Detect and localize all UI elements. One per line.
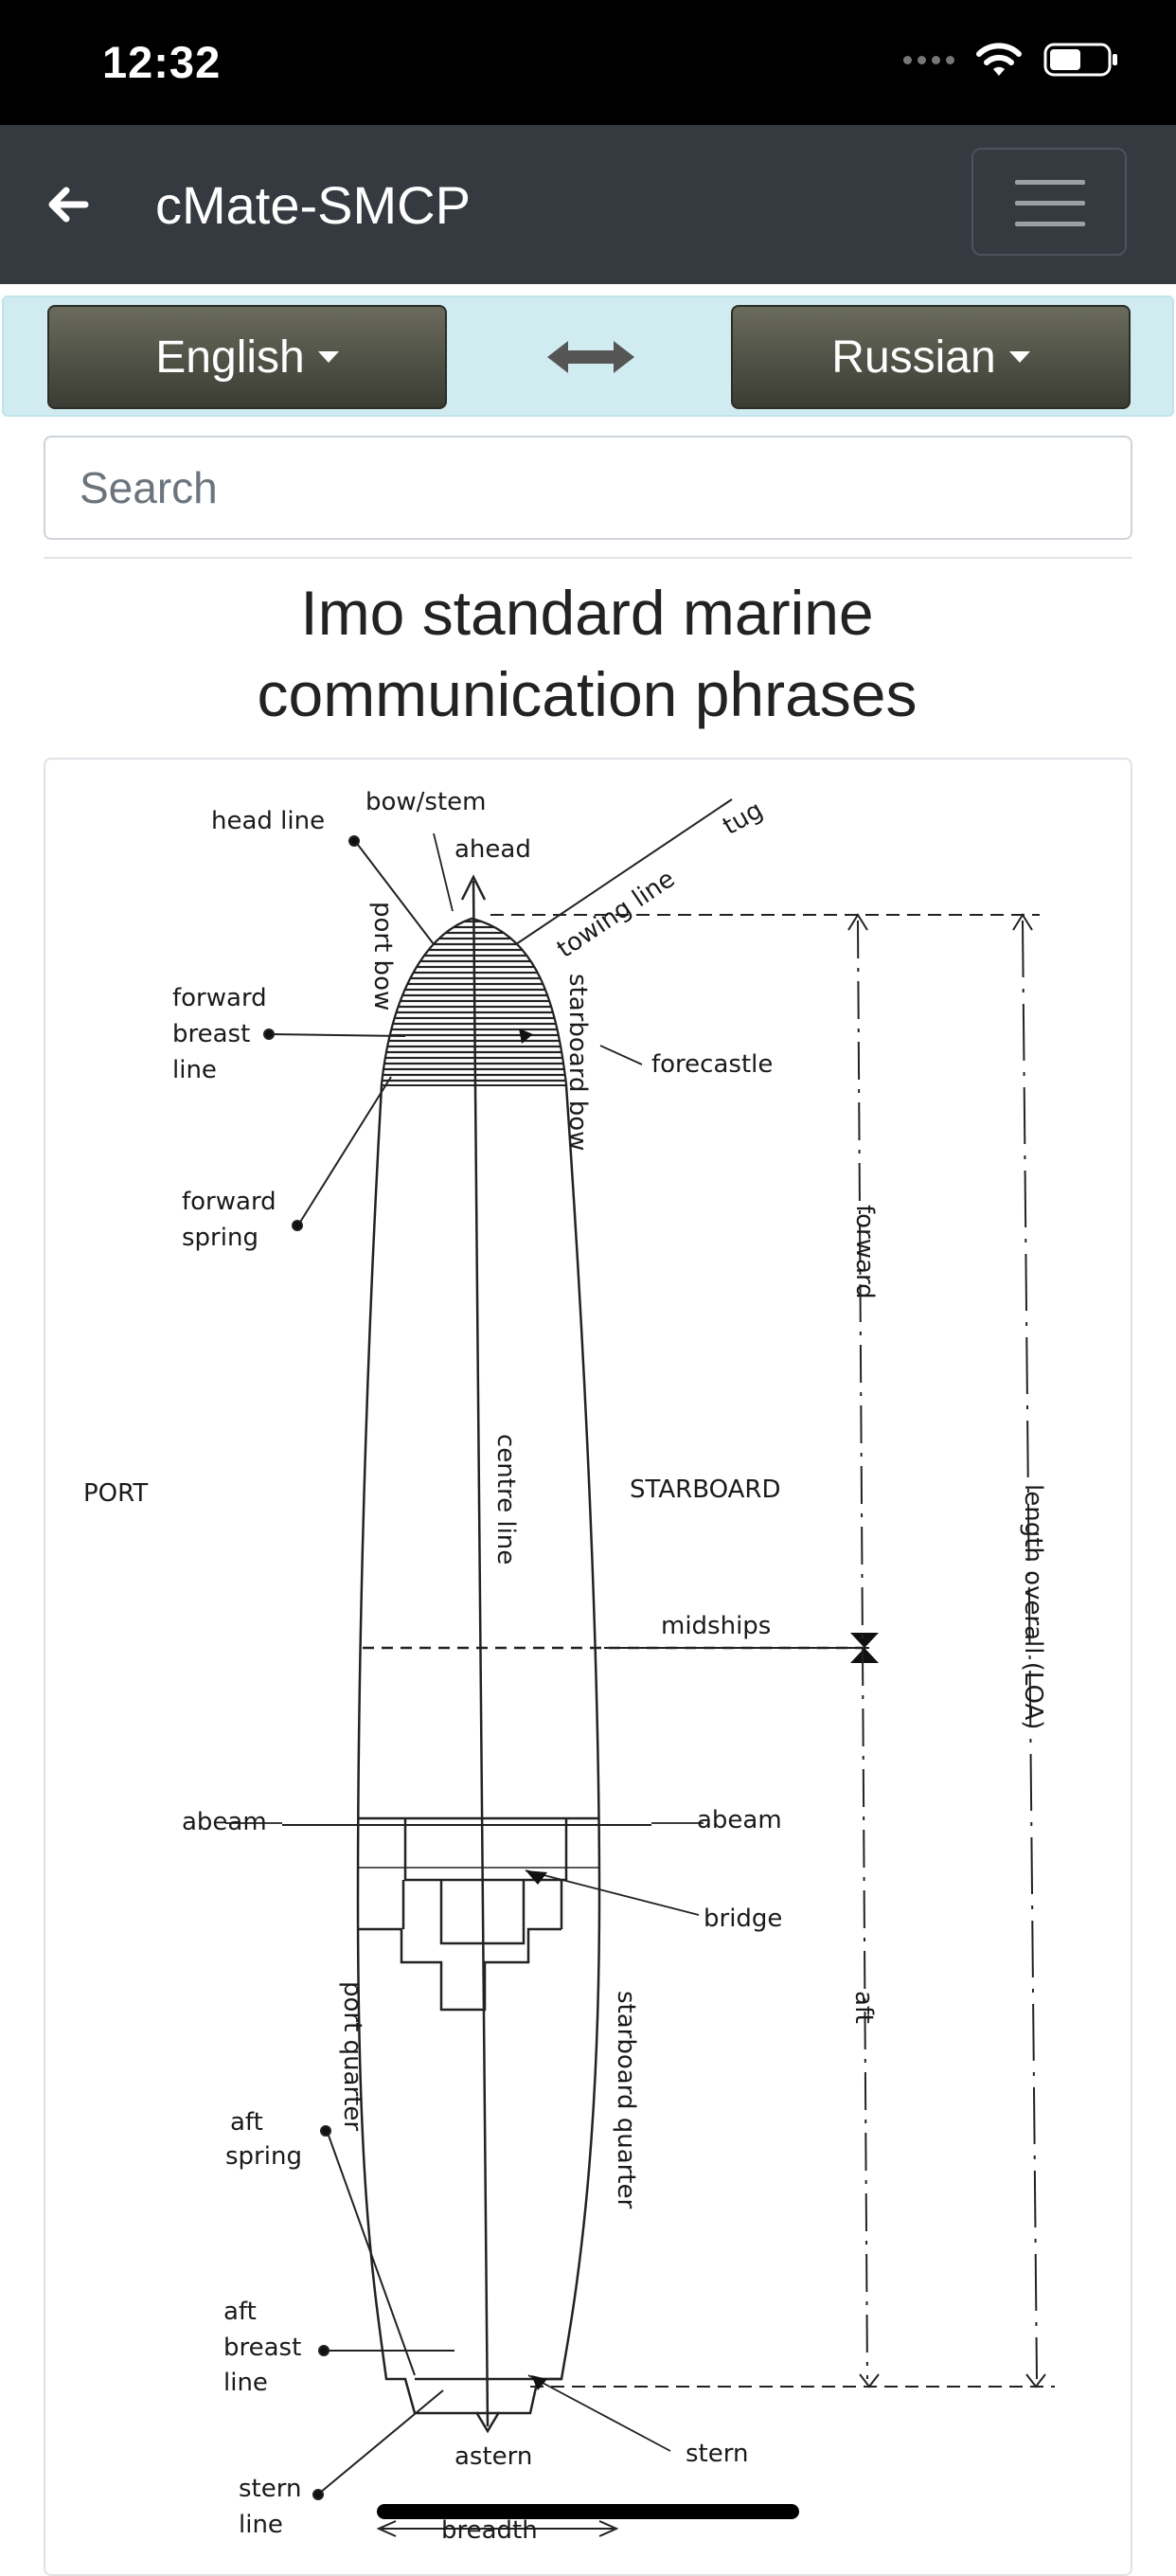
label-starboard-quarter: starboard quarter: [612, 1991, 640, 2209]
label-aft: aft: [849, 1991, 878, 2024]
label-aft-breast-line-1: aft: [223, 2298, 257, 2326]
label-bow-stem: bow/stem: [365, 788, 487, 816]
battery-icon: [1043, 43, 1117, 77]
mooring-lines: [263, 835, 454, 2500]
menu-toggle-button[interactable]: [971, 148, 1127, 256]
source-language-dropdown[interactable]: English: [47, 305, 447, 409]
label-abeam-right: abeam: [697, 1806, 782, 1834]
label-forward-breast-line-1: forward: [172, 984, 267, 1012]
status-bar: 12:32: [0, 0, 1176, 125]
page-title-line-2: communication phrases: [257, 659, 918, 729]
ship-terminology-diagram: head line bow/stem ahead tug towing line…: [83, 788, 1055, 2545]
swap-languages-icon[interactable]: [543, 333, 638, 381]
wifi-icon: [976, 43, 1022, 76]
page-title-line-1: Imo standard marine: [300, 578, 874, 648]
label-port-quarter: port quarter: [338, 1981, 366, 2131]
label-bridge: bridge: [704, 1905, 782, 1933]
chevron-down-icon: [317, 351, 339, 363]
centre-line-arrow: [460, 874, 501, 2434]
label-breadth: breadth: [441, 2516, 538, 2545]
app-title: cMate-SMCP: [155, 175, 471, 235]
label-length-overall: length overall (LOA): [1019, 1484, 1047, 1729]
label-stern-line-1: stern: [239, 2475, 301, 2503]
back-arrow-icon[interactable]: [38, 174, 98, 235]
ship-hull: [356, 917, 601, 2415]
source-language-label: English: [155, 331, 305, 383]
towing-line: [515, 798, 733, 945]
label-stern-line-2: line: [239, 2511, 283, 2539]
label-head-line: head line: [211, 807, 325, 835]
label-port-bow: port bow: [368, 902, 397, 1011]
bridge-structure: [358, 1818, 568, 2012]
label-stern: stern: [686, 2440, 748, 2468]
target-language-dropdown[interactable]: Russian: [731, 305, 1131, 409]
status-time: 12:32: [102, 37, 222, 87]
label-forward-breast-line-3: line: [172, 1056, 217, 1084]
label-port: PORT: [83, 1479, 148, 1508]
label-ahead: ahead: [454, 835, 531, 864]
label-aft-breast-line-2: breast: [223, 2334, 301, 2362]
label-astern: astern: [454, 2442, 532, 2471]
midships-marker: [850, 1633, 879, 1663]
label-starboard: STARBOARD: [630, 1476, 780, 1504]
ship-diagram-card: head line bow/stem ahead tug towing line…: [44, 758, 1132, 2576]
label-forward-breast-line-2: breast: [172, 1020, 250, 1048]
home-indicator[interactable]: [377, 2504, 799, 2519]
label-midships: midships: [661, 1612, 771, 1640]
chevron-down-icon: [1008, 351, 1030, 363]
breadth-arrow: [376, 2520, 619, 2537]
label-forward: forward: [850, 1205, 879, 1299]
target-language-label: Russian: [831, 331, 996, 383]
cellular-signal-icon: [903, 55, 954, 64]
label-forecastle: forecastle: [651, 1050, 773, 1079]
page-title: Imo standard marine communication phrase…: [114, 572, 1060, 735]
label-aft-spring-1: aft: [230, 2108, 263, 2137]
label-abeam-left: abeam: [182, 1808, 267, 1836]
label-starboard-bow: starboard bow: [563, 974, 592, 1151]
status-icons: [903, 42, 1119, 78]
language-bar: English Russian: [2, 295, 1174, 417]
search-input[interactable]: [44, 436, 1132, 540]
dimension-lines: [490, 913, 1055, 2388]
label-forward-spring-2: spring: [182, 1224, 258, 1252]
label-centre-line: centre line: [491, 1434, 520, 1565]
label-aft-breast-line-3: line: [223, 2369, 268, 2397]
label-aft-spring-2: spring: [225, 2142, 302, 2171]
label-forward-spring-1: forward: [182, 1188, 276, 1216]
divider: [44, 557, 1132, 559]
navbar: cMate-SMCP: [0, 125, 1176, 284]
